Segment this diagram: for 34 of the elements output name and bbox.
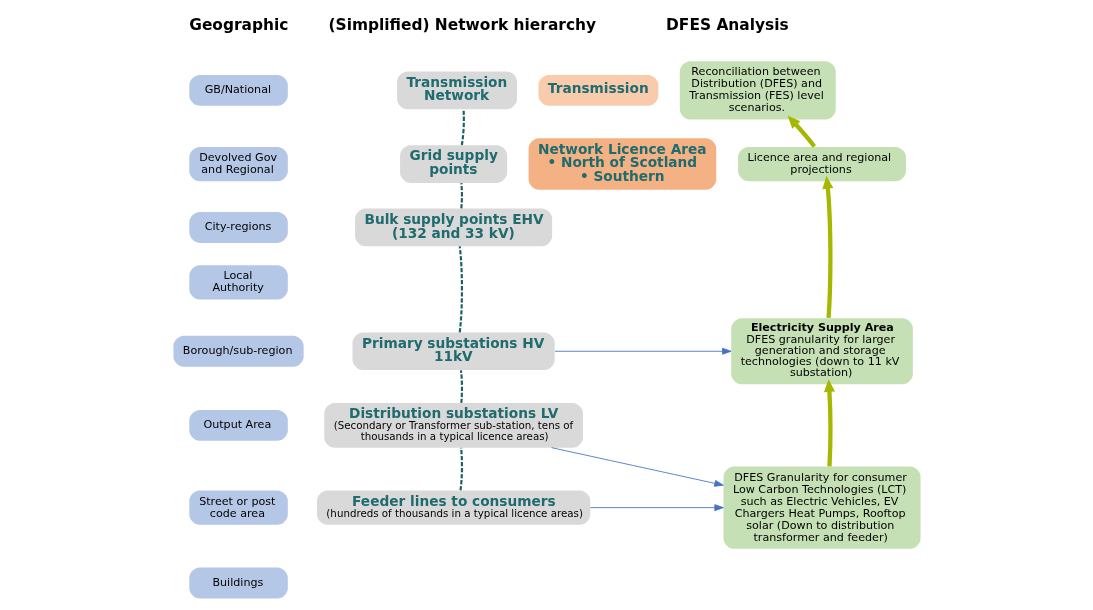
node-box: Transmission Network <box>396 71 517 110</box>
connector <box>458 447 463 491</box>
node-box: Primary substations HV 11kV <box>352 332 555 371</box>
node-box: Feeder lines to consumers (hundreds of thousands in a typical licence areas) <box>316 490 590 525</box>
node-box: Buildings <box>188 567 288 599</box>
label: Geographic <box>188 15 288 34</box>
node-box: Street or post code area <box>188 490 288 525</box>
node-box: Transmission <box>537 74 658 106</box>
connector <box>458 246 463 333</box>
connector <box>459 370 463 403</box>
node-box: Bulk supply points EHV (132 and 33 kV) <box>354 208 552 247</box>
node-box: Distribution substations LV (Secondary or Transformer sub-station, tens of thousands in a typical licence areas) <box>323 403 583 448</box>
node-box: Devolved Gov and Regional <box>188 146 288 182</box>
node-box: Reconciliation between Distribution (DFES) and Transmission (FES) level scenarios. <box>679 61 836 120</box>
node-box: GB/National <box>188 74 288 106</box>
node-box: Network Licence Area • North of Scotland • Southern <box>528 138 716 190</box>
node-box: DFES Granularity for consumer Low Carbon Technologies (LCT) such as Electric Vehicles, EV Chargers Heat Pumps, Rooftop solar (Down to distribution transformer and feeder) <box>723 466 921 549</box>
arrow <box>554 347 731 355</box>
node-box: Electricity Supply Area DFES granularity for larger generation and storage technologies (down to 11 kV substation) <box>730 318 913 385</box>
arrow <box>787 115 816 148</box>
label: (Simplified) Network hierarchy <box>328 15 596 34</box>
arrow <box>589 504 724 512</box>
node-box: Borough/sub-region <box>172 335 304 367</box>
arrow <box>821 176 833 319</box>
node-box: City-regions <box>188 212 288 243</box>
label: DFES Analysis <box>665 15 789 34</box>
connector <box>459 183 463 209</box>
connector <box>460 109 465 146</box>
node-box: Licence area and regional projections <box>737 146 906 182</box>
node-box: Grid supply points <box>399 145 507 183</box>
node-box: Output Area <box>188 409 288 441</box>
arrow <box>823 379 835 467</box>
node-box: Local Authority <box>188 265 288 300</box>
arrow <box>550 447 724 487</box>
